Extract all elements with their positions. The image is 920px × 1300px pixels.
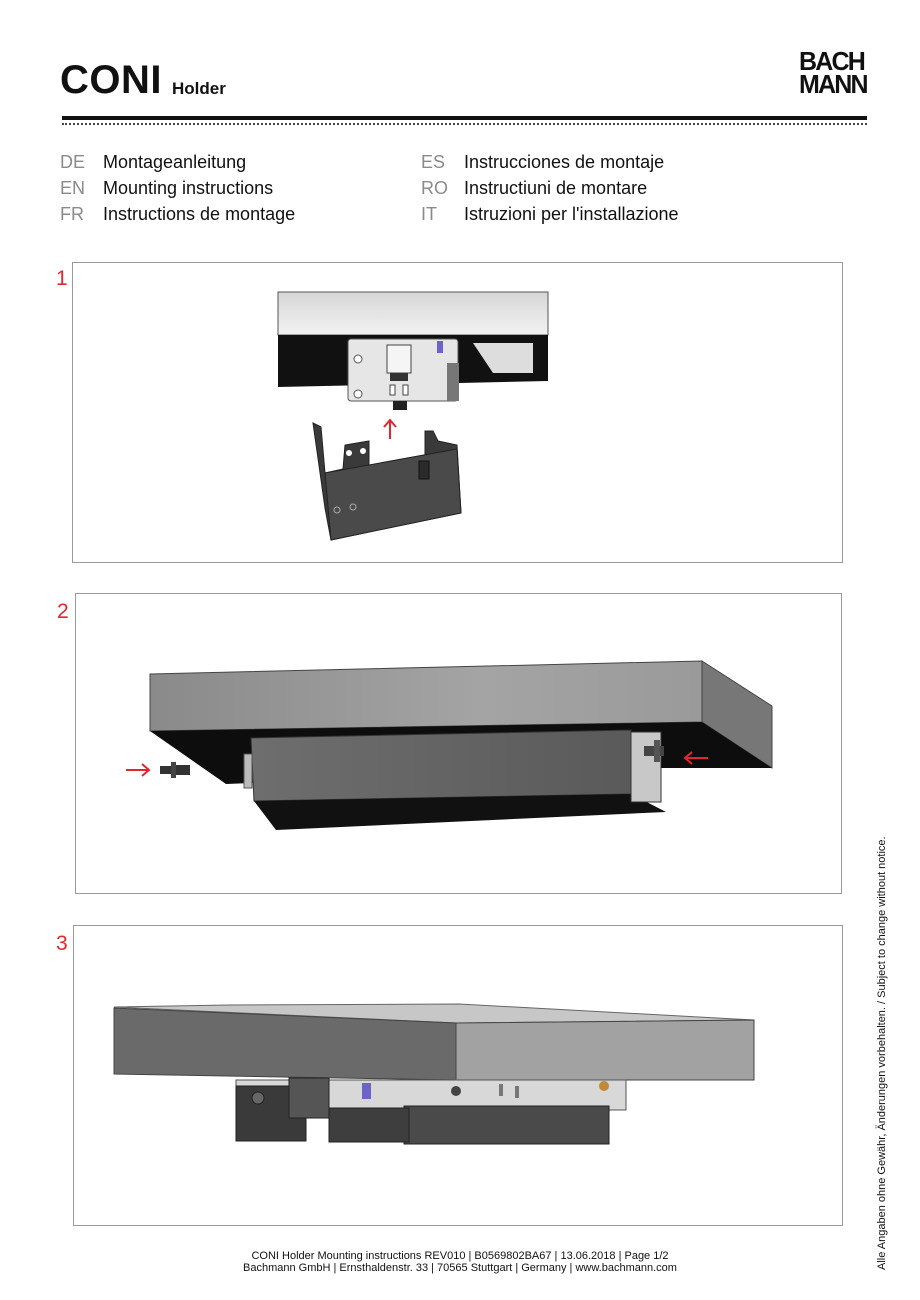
logo-line-1: BACH	[799, 46, 866, 77]
holder-bracket-illustration-icon	[277, 291, 549, 541]
language-list-right: ES Instrucciones de montaje RO Instructi…	[421, 149, 679, 227]
step-2-illustration	[75, 593, 842, 894]
language-row-it: IT Istruzioni per l'installazione	[421, 201, 679, 227]
step-1-illustration	[72, 262, 843, 563]
document-subtitle: Holder	[172, 79, 226, 98]
language-row-ro: RO Instructiuni de montare	[421, 175, 679, 201]
language-code: RO	[421, 178, 448, 198]
header-rule	[62, 116, 867, 120]
language-code: EN	[60, 178, 86, 198]
language-row-en: EN Mounting instructions	[60, 175, 295, 201]
step-number-1: 1	[56, 267, 68, 290]
language-title: Montageanleitung	[103, 152, 247, 172]
header-dotted-rule	[62, 123, 867, 125]
language-title: Istruzioni per l'installazione	[464, 204, 679, 224]
document-title: CONI	[60, 58, 162, 102]
bachmann-logo: BACH MANN	[799, 46, 869, 100]
footer-line-2: Bachmann GmbH | Ernsthaldenstr. 33 | 705…	[243, 1262, 677, 1274]
step-number-2: 2	[57, 600, 69, 623]
language-list-left: DE Montageanleitung EN Mounting instruct…	[60, 149, 295, 227]
assembled-holder-illustration-icon	[113, 1003, 755, 1145]
language-code: DE	[60, 152, 86, 172]
language-title: Mounting instructions	[103, 178, 274, 198]
language-row-de: DE Montageanleitung	[60, 149, 295, 175]
language-code: IT	[421, 204, 437, 224]
language-row-es: ES Instrucciones de montaje	[421, 149, 679, 175]
footer-line-1: CONI Holder Mounting instructions REV010…	[251, 1250, 669, 1262]
step-number-3: 3	[56, 932, 68, 955]
language-row-fr: FR Instructions de montage	[60, 201, 295, 227]
push-rivet-illustration-icon	[126, 660, 773, 830]
language-code: FR	[60, 204, 84, 224]
language-title: Instrucciones de montaje	[464, 152, 665, 172]
language-title: Instructions de montage	[103, 204, 296, 224]
step-3-illustration	[73, 925, 843, 1226]
disclaimer-side-note: Alle Angaben ohne Gewähr, Änderungen vor…	[876, 836, 888, 1270]
language-code: ES	[421, 152, 446, 172]
logo-line-2: MANN	[799, 69, 869, 100]
language-title: Instructiuni de montare	[464, 178, 648, 198]
